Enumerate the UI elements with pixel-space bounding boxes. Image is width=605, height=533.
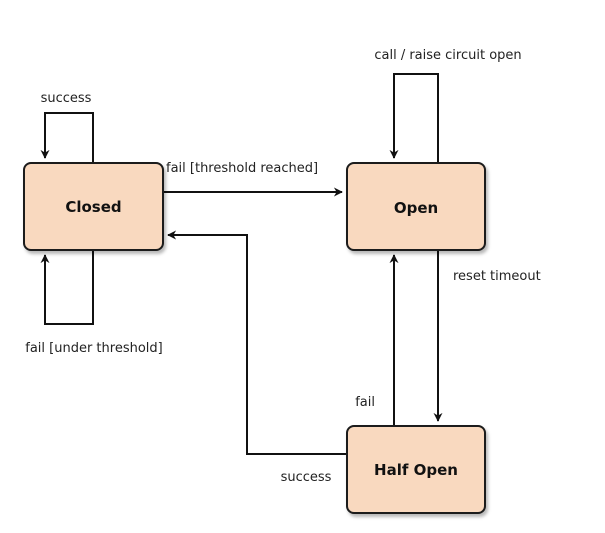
closed-to-open-label: fail [threshold reached] [166,161,318,176]
state-open-box [346,162,486,251]
half-open-to-closed-arrow [167,230,347,455]
state-closed-label: Closed [65,198,121,216]
state-half-open-box [346,425,486,514]
state-open-label: Open [394,199,438,217]
closed-fail-under-threshold-self-loop [40,250,94,325]
half-open-to-open-label: fail [355,395,375,410]
state-closed: Closed [23,162,164,251]
open-to-half-open-label: reset timeout [453,269,541,284]
state-half-open-label: Half Open [374,461,458,479]
closed-success-label: success [41,91,92,106]
closed-success-self-loop [40,112,94,163]
open-call-label: call / raise circuit open [374,48,521,63]
state-open: Open [346,162,486,251]
open-call-self-loop [389,73,439,163]
half-open-to-closed-label: success [281,470,332,485]
state-half-open: Half Open [346,425,486,514]
state-closed-box [23,162,164,251]
closed-fail-label: fail [under threshold] [25,341,162,356]
